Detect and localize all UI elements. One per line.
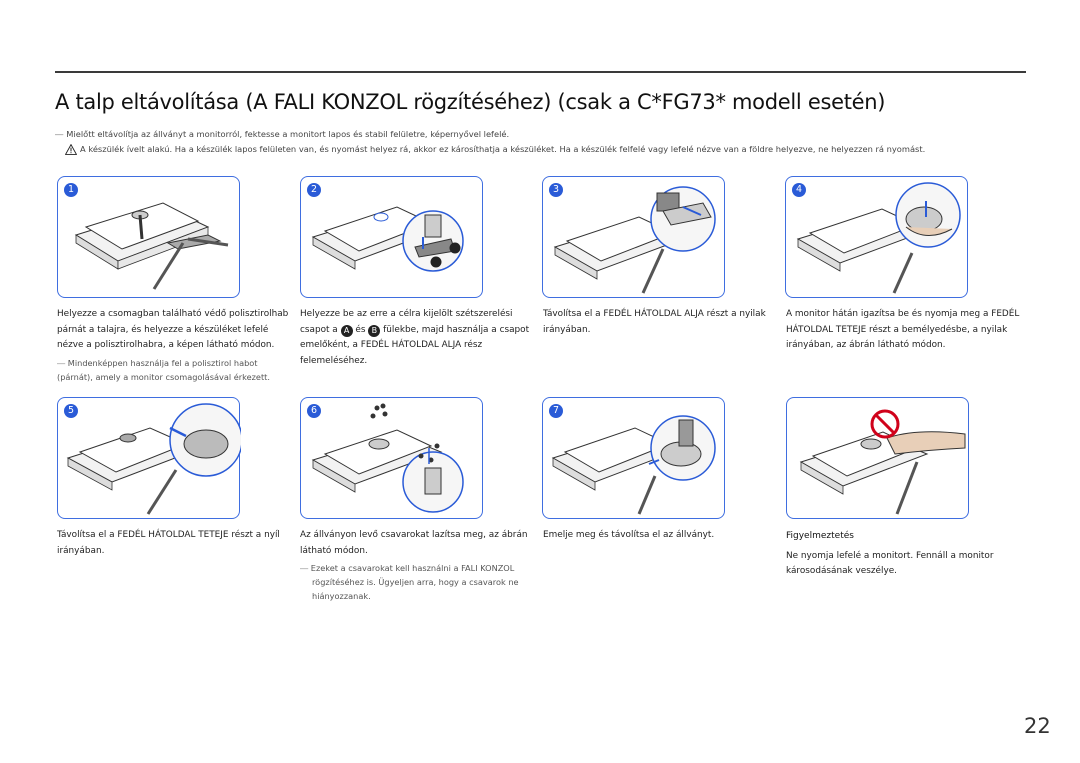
step-1-caption: Helyezze a csomagban található védő poli… [57, 307, 292, 384]
step-7-caption: Emelje meg és távolítsa el az állványt. [543, 528, 778, 544]
remove-back-cover-top-image [66, 403, 241, 515]
caution-caption: Figyelmeztetés Ne nyomja lefelé a monito… [786, 529, 1021, 580]
step-1-subnote-text: Mindenképpen használja fel a polisztirol… [57, 357, 270, 382]
callout-b-icon [449, 242, 461, 254]
warning-icon [64, 143, 78, 155]
step-2-caption: Helyezze be az erre a célra kijelölt szé… [300, 307, 535, 369]
step-3-text: Távolítsa el a FEDÉL HÁTOLDAL ALJA részt… [543, 309, 766, 335]
step-7-illustration: 7 [542, 397, 725, 519]
step-7-number: 7 [549, 404, 563, 418]
step-6-illustration: 6 [300, 397, 483, 519]
remove-back-cover-bottom-image [553, 186, 716, 294]
loosen-screws-image [311, 403, 464, 513]
step-6-text: Az állványon levő csavarokat lazítsa meg… [300, 530, 528, 556]
caution-text: Ne nyomja lefelé a monitort. Fennáll a m… [786, 550, 994, 577]
step-5-number: 5 [64, 404, 78, 418]
intro-note-text: Mielőtt eltávolítja az állványt a monito… [66, 129, 510, 139]
step-4-number: 4 [792, 183, 806, 197]
step-1-subnote: ― Mindenképpen használja fel a polisztir… [57, 357, 270, 382]
step-3-illustration: 3 [542, 176, 725, 298]
caution-illustration [786, 397, 969, 519]
step-6-caption: Az állványon levő csavarokat lazítsa meg… [300, 528, 535, 603]
step-3-caption: Távolítsa el a FEDÉL HÁTOLDAL ALJA részt… [543, 307, 778, 338]
step-6-subnote-text: Ezeket a csavarokat kell használni a FAL… [310, 563, 519, 601]
step-1-text: Helyezze a csomagban található védő poli… [57, 309, 289, 350]
warning-line: A készülék ívelt alakú. Ha a készülék la… [64, 143, 926, 155]
step-2-conj: és [355, 324, 366, 335]
step-7-text: Emelje meg és távolítsa el az állványt. [543, 530, 715, 540]
monitor-on-cushion-image [74, 202, 229, 290]
step-4-text: A monitor hátán igazítsa be és nyomja me… [786, 309, 1020, 350]
do-not-press-image [799, 409, 966, 515]
step-1-number: 1 [64, 183, 78, 197]
step-4-caption: A monitor hátán igazítsa be és nyomja me… [786, 307, 1021, 354]
callout-a-icon [430, 256, 442, 268]
step-6-subnote: ― Ezeket a csavarokat kell használni a F… [300, 563, 519, 601]
intro-note: ―Mielőtt eltávolítja az állványt a monit… [55, 129, 510, 139]
remove-cover-pin-image [311, 206, 464, 272]
step-2-text-b: fülekbe, majd használja a csapot emelőké… [300, 324, 530, 366]
step-2-text-a: Helyezze be az erre a célra kijelölt szé… [300, 309, 513, 335]
step-4-illustration: 4 [785, 176, 968, 298]
lift-stand-image [551, 415, 716, 515]
step-6-number: 6 [307, 404, 321, 418]
step-5-caption: Távolítsa el a FEDÉL HÁTOLDAL TETEJE rés… [57, 528, 292, 559]
step-5-illustration: 5 [57, 397, 241, 519]
step-1-illustration: 1 [57, 176, 240, 298]
caution-heading: Figyelmeztetés [786, 531, 854, 541]
step-2-illustration: 2 [300, 176, 483, 298]
callout-a-badge: A [340, 324, 353, 337]
top-rule [55, 71, 1026, 73]
warning-text: A készülék ívelt alakú. Ha a készülék la… [80, 144, 926, 154]
callout-b-badge: B [368, 324, 381, 337]
page-title: A talp eltávolítása (A FALI KONZOL rögzí… [55, 90, 886, 114]
step-5-text: Távolítsa el a FEDÉL HÁTOLDAL TETEJE rés… [57, 530, 280, 556]
press-back-cover-top-image [796, 182, 961, 294]
page-number: 22 [1024, 714, 1051, 738]
step-2-number: 2 [307, 183, 321, 197]
step-3-number: 3 [549, 183, 563, 197]
prohibit-icon [870, 409, 900, 439]
